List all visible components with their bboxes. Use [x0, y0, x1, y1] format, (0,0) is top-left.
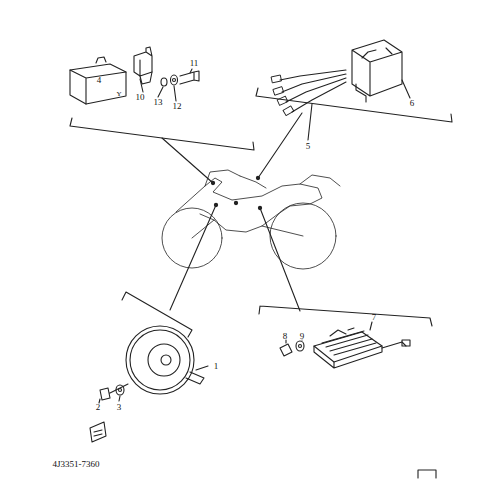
- callout-number: 2: [96, 403, 101, 412]
- voltage-regulator: [280, 322, 410, 368]
- callout-number: 9: [300, 332, 305, 341]
- callout-number: 12: [173, 102, 182, 111]
- starter-relay: [271, 40, 410, 140]
- callout-number: 8: [283, 332, 288, 341]
- callout-number: 5: [306, 142, 311, 151]
- direction-icon: [90, 422, 436, 478]
- horn: [99, 326, 208, 403]
- group-bracket: [70, 88, 452, 337]
- callout-number: 13: [154, 98, 163, 107]
- callout-number: 3: [117, 403, 122, 412]
- callout-number: 6: [410, 99, 415, 108]
- motorcycle-outline: [162, 170, 340, 269]
- callout-number: Y: [116, 91, 121, 98]
- callout-number: 7: [372, 313, 377, 322]
- callout-number: 11: [190, 59, 199, 68]
- callout-number: 4: [97, 76, 102, 85]
- callout-number: 10: [136, 93, 145, 102]
- figure-code: 4J3351-7360: [53, 460, 100, 469]
- callout-number: 1: [214, 362, 219, 371]
- mounting-bracket: [134, 47, 199, 101]
- flasher-relay: [70, 57, 126, 104]
